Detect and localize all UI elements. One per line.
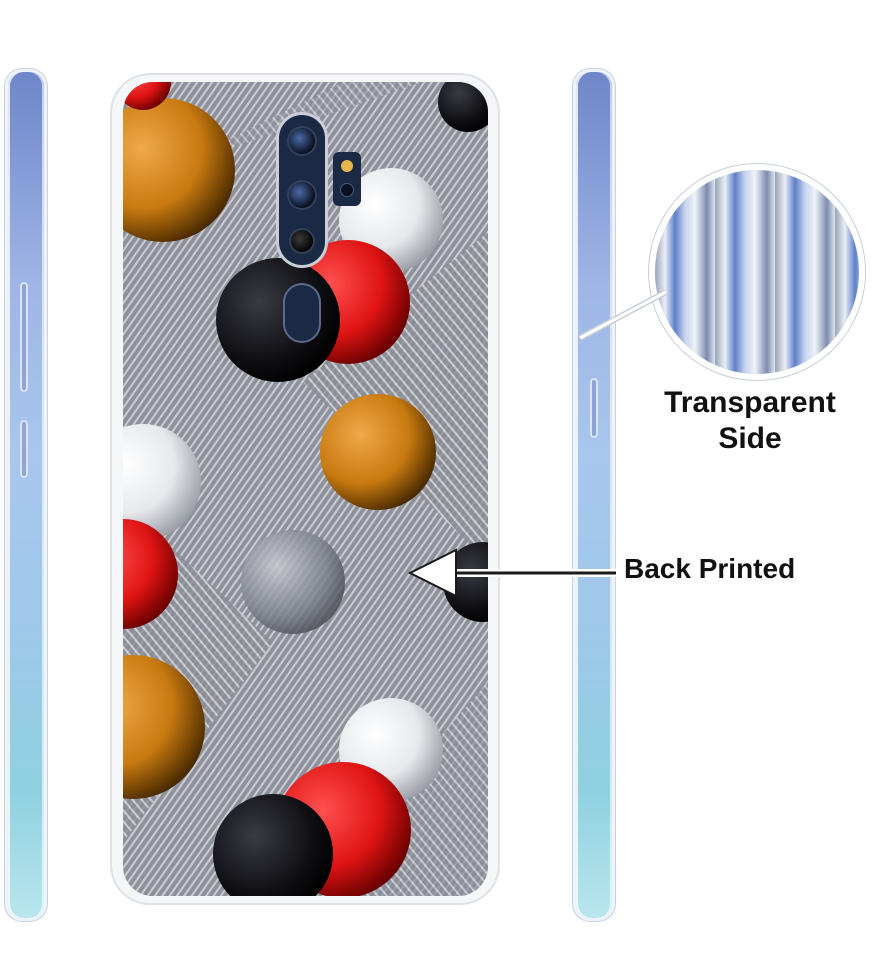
zoom-connector-line: [578, 290, 668, 341]
flash-icon: [341, 160, 353, 172]
transparent-side-zoom: [655, 170, 859, 374]
left-side-view: [8, 72, 44, 918]
transparent-label-line1: Transparent: [664, 386, 836, 419]
left-volume-button: [20, 282, 28, 392]
right-power-button: [590, 378, 598, 438]
camera-icon: [289, 182, 315, 208]
right-side-view: [576, 72, 612, 918]
fingerprint-sensor-icon: [285, 285, 319, 341]
left-arrow-icon: [408, 548, 616, 598]
transparent-label-line2: Side: [718, 422, 782, 455]
camera-icon: [289, 128, 315, 154]
back-printed-label: Back Printed: [624, 553, 796, 584]
transparent-side-label: Transparent Side: [640, 385, 860, 457]
left-side-button: [20, 420, 28, 478]
camera-icon: [291, 230, 313, 252]
camera-icon: [341, 184, 353, 196]
